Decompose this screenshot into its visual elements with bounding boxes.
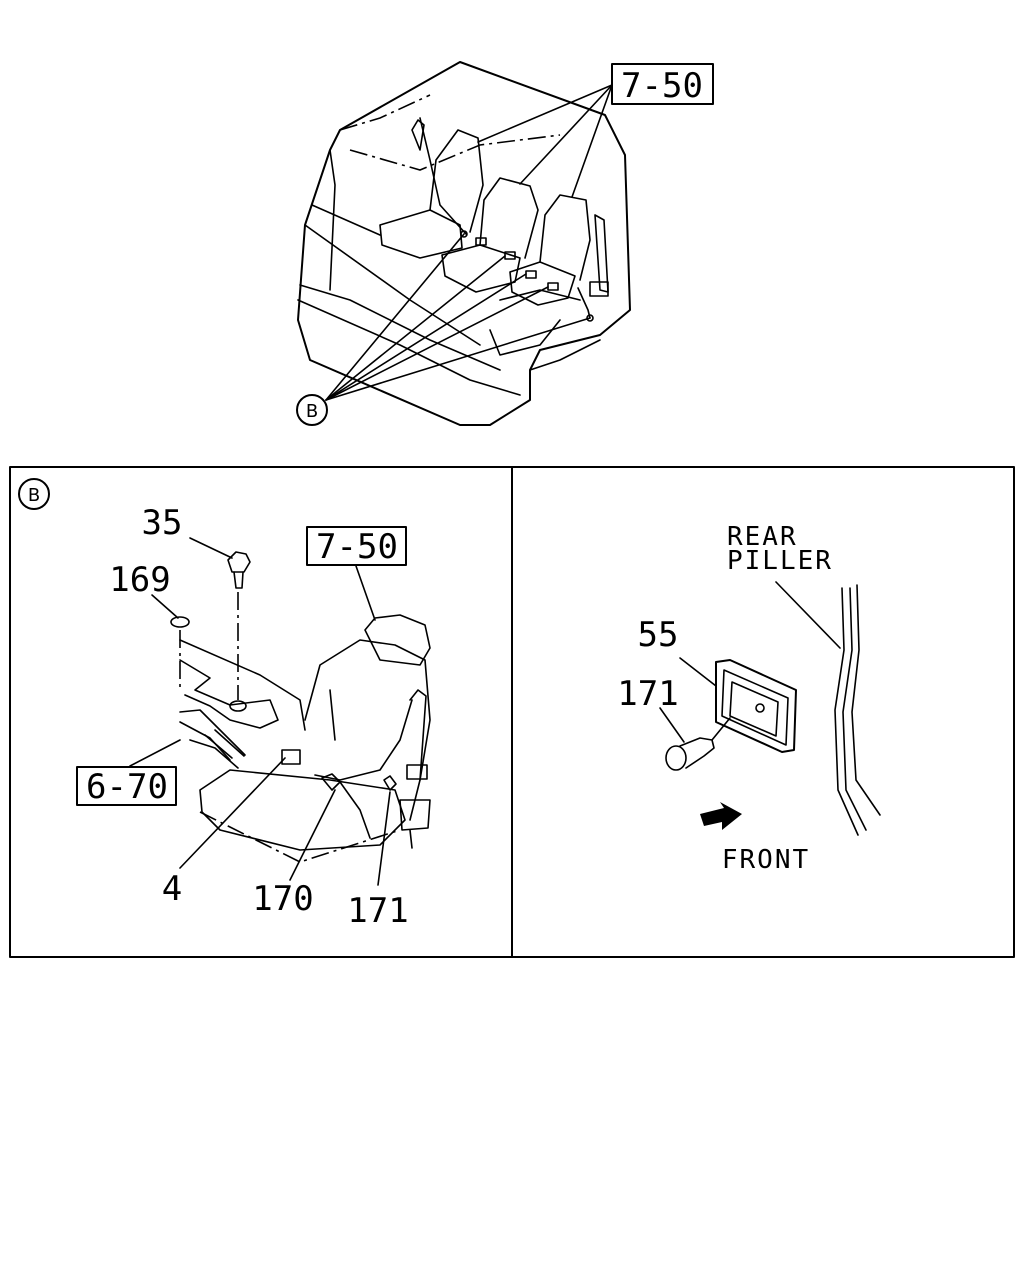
floor-ref-label: 6-70 [86,767,168,807]
detail-callout-circle [18,478,50,510]
front-direction-label: FRONT [722,845,810,875]
top-ref-label: 7-50 [621,66,703,106]
detail-callout-label: B [28,485,40,506]
part-4-label: 4 [162,869,182,909]
detail-ref-box [306,526,407,566]
part-171-right-label: 171 [617,674,678,714]
rear-pillar-line2: PILLER [727,546,833,576]
part-171-left-label: 171 [347,891,408,931]
seat-detail-drawing [129,537,431,886]
part-55-label: 55 [638,615,679,655]
part-170-label: 170 [252,879,313,919]
part-169-label: 169 [109,560,170,600]
pillar-detail-drawing [659,581,881,836]
cab-overview-drawing [297,61,631,426]
top-ref-box [611,63,714,105]
top-callout-label: B [306,401,318,422]
rear-pillar-line1: REAR [727,522,798,552]
part-35-label: 35 [142,503,183,543]
detail-ref-label: 7-50 [316,527,398,567]
floor-ref-box [76,766,177,806]
top-callout-circle [296,394,328,426]
